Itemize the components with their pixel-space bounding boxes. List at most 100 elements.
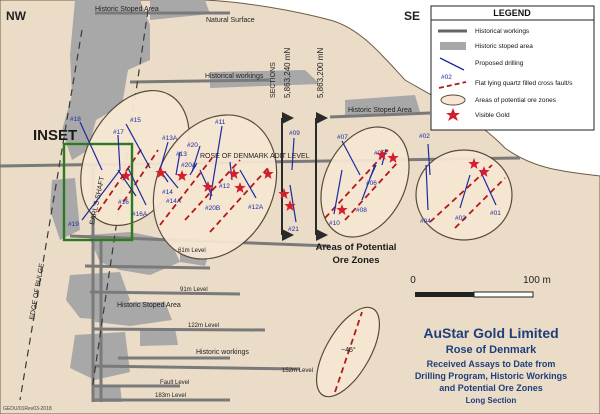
drill-label-15: #15 [130, 117, 141, 124]
legend-item-5: Visible Gold [475, 112, 510, 119]
legend-stope-symbol [440, 42, 466, 50]
drill-label-03: #03 [455, 215, 466, 222]
angle-label: ~45° [341, 346, 356, 354]
inset-box [62, 142, 134, 242]
drill-label-13: #13 [176, 151, 187, 158]
drill-trace-20b [199, 169, 213, 197]
legend-item-1: Historic stoped area [475, 43, 533, 50]
historic-stoped-right-label: Historic Stoped Area [348, 107, 412, 114]
level-91m: 91m Level [180, 287, 208, 293]
drill-label-17: #17 [113, 129, 124, 136]
drill-label-20b: #20B [205, 205, 220, 212]
historic-stoped-top-label: Historic Stoped Area [95, 6, 159, 13]
visible-gold-star [478, 166, 490, 177]
visible-gold-star [176, 170, 188, 181]
level-122m: 122m Level [188, 323, 219, 329]
scale-bar-start: 0 [410, 275, 416, 286]
drill-trace-15 [125, 123, 151, 169]
drill-label-11: #11 [215, 119, 226, 126]
level-183m: 183m Level [155, 393, 186, 399]
drill-label-14: #14 [162, 189, 173, 196]
sections-label: SECTIONS [270, 62, 277, 98]
drill-label-20: #20 [187, 142, 198, 149]
historic-stoped-lower-label: Historic Stoped Area [117, 302, 181, 309]
drill-label-12: #12 [219, 183, 230, 190]
proposed-drilling: #18#17#15#13A#13#20#11#14#14A#16#16A#19#… [68, 116, 501, 233]
drill-label-20a: #20A [181, 162, 197, 169]
drill-trace-17 [117, 134, 121, 171]
visible-gold-star [336, 204, 348, 215]
drill-trace-09 [291, 137, 295, 171]
drill-label-02: #02 [419, 133, 430, 140]
legend-drill-tag: #02 [441, 74, 452, 81]
potential-zones-label-2: Ore Zones [333, 255, 380, 266]
drill-trace-04 [425, 164, 429, 211]
legend-item-0: Historical workings [475, 28, 530, 35]
title-view: Long Section [466, 396, 517, 405]
drill-label-14a: #14A [166, 198, 182, 205]
drill-trace-18 [79, 121, 103, 171]
drill-label-06: #06 [366, 180, 377, 187]
title-subtitle-3: and Potential Ore Zones [439, 383, 543, 393]
level-152m: 152m Level [282, 368, 313, 374]
drill-trace-10 [333, 169, 343, 215]
drill-label-08: #08 [356, 207, 367, 214]
natural-surface-label: Natural Surface [206, 17, 255, 24]
drill-label-18: #18 [70, 116, 81, 123]
visible-gold-star [234, 182, 246, 193]
drill-label-19: #19 [68, 221, 79, 228]
title-subtitle-2: Drilling Program, Historic Workings [415, 371, 567, 381]
legend-star-symbol [446, 108, 460, 121]
scale-bar-end: 100 m [523, 275, 551, 286]
drill-trace-02 [427, 143, 431, 176]
drill-trace-01 [479, 169, 497, 206]
visible-gold-star [278, 188, 290, 199]
drill-label-13a: #13A [162, 135, 178, 142]
visible-gold-star [376, 149, 388, 160]
drill-label-04: #04 [420, 218, 431, 225]
visible-gold-stars [120, 149, 490, 215]
legend: LEGEND #02 Historical workings Historic … [430, 5, 595, 131]
footer-ref: GEDU/01Rev03-2018 [3, 406, 52, 412]
legend-item-4: Areas of potential ore zones [475, 97, 557, 104]
legend-title: LEGEND [493, 8, 531, 18]
visible-gold-star [387, 152, 399, 163]
drill-trace-13a [159, 141, 169, 171]
title-project: Rose of Denmark [446, 344, 537, 356]
drill-label-12a: #12A [248, 204, 264, 211]
compass-se: SE [404, 9, 420, 23]
visible-gold-star [228, 168, 240, 179]
legend-item-3: Flat lying quartz filled cross fault/s [475, 80, 573, 87]
title-subtitle-1: Received Assays to Date from [427, 359, 556, 369]
inset-label: INSET [33, 127, 77, 144]
compass-nw: NW [6, 9, 27, 23]
drill-trace-07 [341, 140, 361, 176]
drill-trace-12a [239, 169, 257, 199]
scale-bar: 0 100 m [410, 275, 551, 298]
potential-zones-label-1: Areas of Potential [316, 242, 397, 253]
legend-ellipse-symbol [440, 94, 466, 106]
legend-drill-symbol [439, 57, 465, 71]
title-block: AuStar Gold Limited Rose of Denmark Rece… [415, 325, 567, 405]
drill-trace-19 [81, 169, 121, 221]
historical-workings-top-label: Historical workings [205, 73, 264, 80]
section-5863200-label: 5,863,200 mN [316, 48, 325, 98]
visible-gold-star [202, 181, 214, 192]
section-lines [281, 112, 328, 241]
visible-gold-star [155, 167, 167, 178]
drill-trace-20a [189, 162, 198, 176]
drill-trace-11 [209, 125, 223, 201]
title-company: AuStar Gold Limited [423, 325, 558, 341]
drill-label-09: #09 [289, 130, 300, 137]
drill-label-01: #01 [490, 210, 501, 217]
drill-label-16: #16 [118, 199, 129, 206]
drill-label-07: #07 [337, 134, 348, 141]
drill-label-10: #10 [329, 220, 340, 227]
level-fault: Fault Level [160, 380, 189, 386]
drill-trace-08 [361, 164, 376, 201]
legend-item-2: Proposed drilling [475, 60, 524, 67]
drill-trace-03 [459, 174, 471, 209]
visible-gold-star [120, 170, 132, 181]
